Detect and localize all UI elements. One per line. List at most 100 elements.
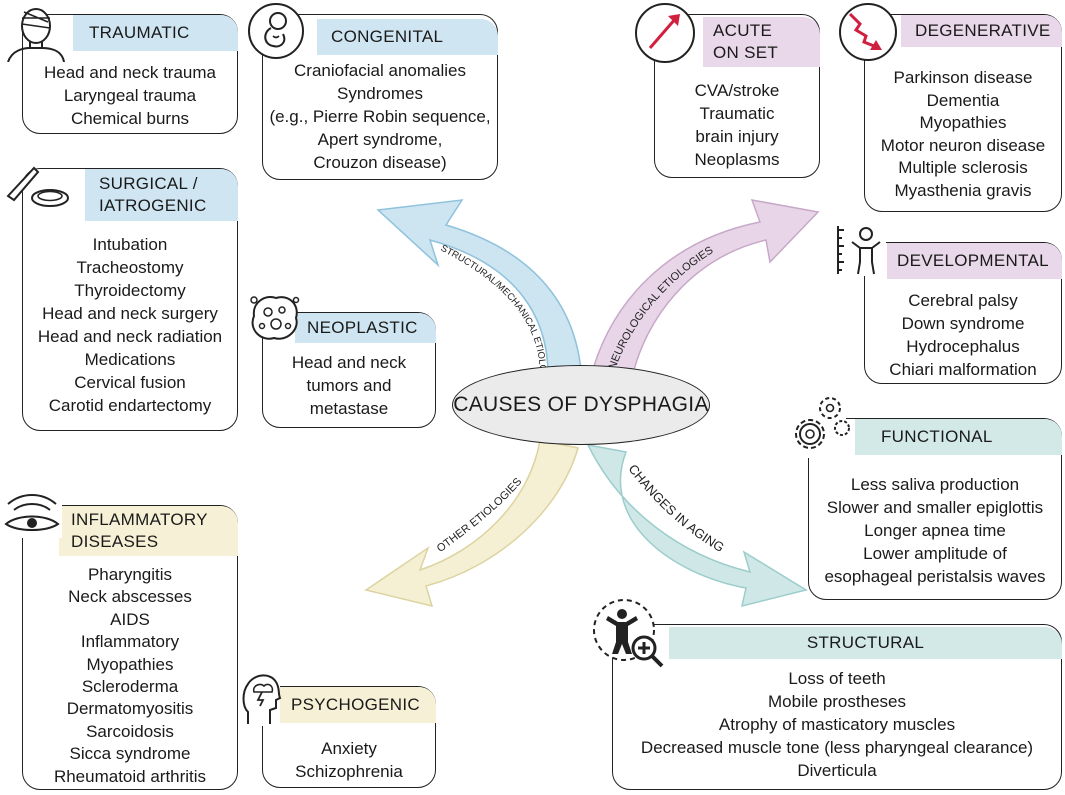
list-item: Slower and smaller epiglottis xyxy=(826,498,1044,517)
congenital-title: CONGENITAL xyxy=(331,27,444,46)
acute-tab: ACUTE ON SET xyxy=(703,17,820,67)
declining-arrow-icon xyxy=(839,3,897,61)
traumatic-list: Head and neck trauma Laryngeal trauma Ch… xyxy=(23,61,237,130)
list-item: (e.g., Pierre Robin sequence, xyxy=(269,107,491,126)
list-item: Myasthenia gravis xyxy=(894,180,1032,200)
inflammatory-tab: INFLAMMATORY DISEASES xyxy=(59,506,238,556)
structural-tab: STRUCTURAL xyxy=(669,627,1062,659)
tumor-cell-icon xyxy=(250,296,300,340)
list-item: Sarcoidosis xyxy=(86,721,174,741)
inflammatory-list: Pharyngitis Neck abscesses AIDS Inflamma… xyxy=(23,564,237,788)
structural-title: STRUCTURAL xyxy=(806,633,925,652)
list-item: brain injury xyxy=(695,127,779,146)
psychogenic-list: Anxiety Schizophrenia xyxy=(263,737,435,783)
acute-title: ACUTE ON SET xyxy=(713,21,779,62)
functional-box: FUNCTIONAL Less saliva production Slower… xyxy=(808,418,1062,600)
list-item: Dermatomyositis xyxy=(66,699,194,719)
inflammatory-box: INFLAMMATORY DISEASES Pharyngitis Neck a… xyxy=(22,505,238,790)
list-item: Myopathies xyxy=(86,654,174,674)
list-item: Pharyngitis xyxy=(87,565,173,584)
aging-arrow xyxy=(586,443,808,608)
degenerative-box: DEGENERATIVE Parkinson disease Dementia … xyxy=(864,14,1062,212)
inflammatory-title: INFLAMMATORY DISEASES xyxy=(71,510,208,551)
structural-box: STRUCTURAL Loss of teeth Mobile prosthes… xyxy=(612,624,1062,790)
list-item: Diverticula xyxy=(797,761,877,780)
list-item: Syndromes xyxy=(337,84,423,103)
list-item: Medications xyxy=(84,350,176,369)
center-title: CAUSES OF DYSPHAGIA xyxy=(452,365,710,445)
list-item: Neck abscesses xyxy=(68,587,192,607)
neurological-arrow xyxy=(589,199,820,381)
list-item: Lower amplitude of xyxy=(863,544,1007,563)
degenerative-tab: DEGENERATIVE xyxy=(901,15,1062,47)
list-item: Head and neck trauma xyxy=(44,63,216,82)
list-item: Myopathies xyxy=(919,113,1007,132)
list-item: Motor neuron disease xyxy=(880,135,1046,155)
list-item: Scleroderma xyxy=(81,677,179,697)
list-item: Down syndrome xyxy=(901,314,1025,333)
gears-icon xyxy=(786,392,850,458)
list-item: Mobile prostheses xyxy=(768,692,906,711)
surgical-list: Intubation Tracheostomy Thyroidectomy He… xyxy=(23,233,237,417)
functional-title: FUNCTIONAL xyxy=(881,427,993,446)
list-item: Apert syndrome, xyxy=(317,130,443,149)
list-item: Craniofacial anomalies xyxy=(294,61,466,80)
list-item: esophageal peristalsis waves xyxy=(824,567,1046,586)
list-item: Schizophrenia xyxy=(295,762,403,781)
psychogenic-tab: PSYCHOGENIC xyxy=(279,687,436,723)
functional-tab: FUNCTIONAL xyxy=(855,419,1062,455)
list-item: Head and neck radiation xyxy=(37,327,223,346)
developmental-title: DEVELOPMENTAL xyxy=(897,251,1049,270)
inflamed-eye-icon xyxy=(2,488,62,538)
congenital-tab: CONGENITAL xyxy=(317,19,498,55)
list-item: Atrophy of masticatory muscles xyxy=(718,715,956,734)
surgical-title: SURGICAL / IATROGENIC xyxy=(99,174,207,215)
list-item: Loss of teeth xyxy=(788,669,886,688)
neoplastic-tab: NEOPLASTIC xyxy=(295,313,436,343)
list-item: Anxiety xyxy=(321,739,377,758)
other-arrow xyxy=(364,439,579,608)
degenerative-list: Parkinson disease Dementia Myopathies Mo… xyxy=(865,67,1061,202)
surgical-tab: SURGICAL / IATROGENIC xyxy=(85,169,238,221)
developmental-tab: DEVELOPMENTAL xyxy=(887,243,1062,279)
list-item: Carotid endartectomy xyxy=(48,396,212,415)
congenital-box: CONGENITAL Craniofacial anomalies Syndro… xyxy=(262,14,498,180)
degenerative-title: DEGENERATIVE xyxy=(915,21,1051,40)
list-item: Neoplasms xyxy=(694,150,780,169)
list-item: tumors and xyxy=(306,376,392,395)
child-height-icon xyxy=(834,224,886,276)
list-item: Tracheostomy xyxy=(76,258,184,277)
developmental-box: DEVELOPMENTAL Cerebral palsy Down syndro… xyxy=(864,242,1062,384)
list-item: CVA/stroke xyxy=(694,81,780,100)
list-item: Inflammatory xyxy=(80,632,180,652)
list-item: Thyroidectomy xyxy=(74,281,186,300)
list-item: Cerebral palsy xyxy=(908,291,1018,310)
psychogenic-box: PSYCHOGENIC Anxiety Schizophrenia xyxy=(262,686,436,788)
traumatic-title: TRAUMATIC xyxy=(89,23,190,42)
list-item: Hydrocephalus xyxy=(906,337,1020,356)
list-item: Multiple sclerosis xyxy=(898,158,1028,177)
list-item: Less saliva production xyxy=(850,475,1020,494)
structural-arrow xyxy=(376,199,583,387)
list-item: Intubation xyxy=(92,235,168,254)
list-item: Laryngeal trauma xyxy=(63,86,197,105)
list-item: Parkinson disease xyxy=(893,68,1033,87)
list-item: Rheumatoid arthritis xyxy=(53,766,207,786)
traumatic-box: TRAUMATIC Head and neck trauma Laryngeal… xyxy=(22,14,238,134)
congenital-list: Craniofacial anomalies Syndromes (e.g., … xyxy=(263,59,497,174)
list-item: Traumatic xyxy=(699,104,775,123)
list-item: Crouzon disease) xyxy=(313,153,447,172)
list-item: Cervical fusion xyxy=(74,373,186,392)
surgical-box: SURGICAL / IATROGENIC Intubation Tracheo… xyxy=(22,168,238,431)
list-item: Head and neck xyxy=(291,353,407,372)
list-item: Chiari malformation xyxy=(889,360,1037,379)
list-item: AIDS xyxy=(110,609,150,629)
list-item: Sicca syndrome xyxy=(69,744,191,764)
acute-box: ACUTE ON SET CVA/stroke Traumatic brain … xyxy=(654,14,820,178)
bandaged-head-icon xyxy=(7,8,65,62)
list-item: Chemical burns xyxy=(70,109,190,128)
list-item: metastase xyxy=(309,399,389,418)
structural-list: Loss of teeth Mobile prostheses Atrophy … xyxy=(613,667,1061,782)
person-magnifier-icon xyxy=(593,599,664,668)
psychogenic-title: PSYCHOGENIC xyxy=(291,695,420,714)
